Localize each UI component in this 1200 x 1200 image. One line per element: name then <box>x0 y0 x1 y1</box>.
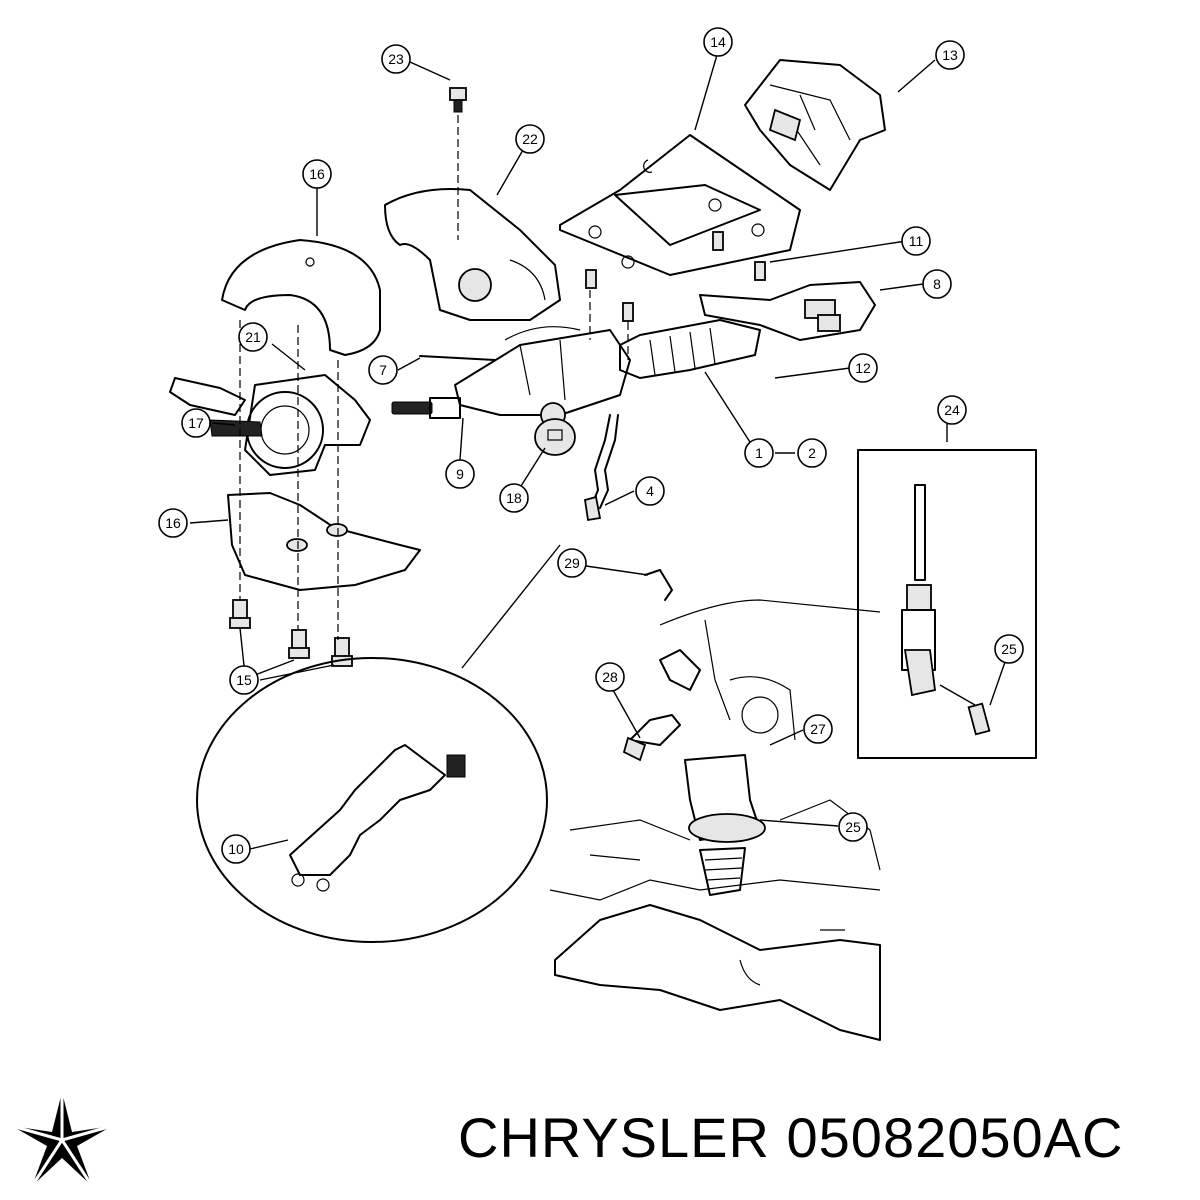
ignition-lock-cylinder <box>534 418 576 456</box>
svg-text:24: 24 <box>944 402 960 418</box>
svg-text:11: 11 <box>909 233 924 249</box>
callout-24: 25 <box>994 634 1024 664</box>
callout-9: 9 <box>445 459 475 489</box>
callout-12: 12 <box>848 353 878 383</box>
leader-lines <box>189 54 1006 850</box>
cable-parts <box>622 569 701 762</box>
upper-shroud <box>221 239 381 356</box>
part-number: 05082050AC <box>786 1106 1124 1169</box>
svg-text:4: 4 <box>646 483 654 499</box>
callout-21: 22 <box>515 124 545 154</box>
svg-text:7: 7 <box>379 362 387 378</box>
lower-bracket <box>699 281 876 341</box>
callout-20: 21 <box>238 322 268 352</box>
svg-text:14: 14 <box>710 34 726 50</box>
svg-text:16: 16 <box>309 166 325 182</box>
callout-14: 14 <box>703 27 733 57</box>
callout-4: 4 <box>635 476 665 506</box>
svg-text:15: 15 <box>236 672 252 688</box>
svg-text:9: 9 <box>456 466 464 482</box>
callout-22: 23 <box>381 44 411 74</box>
shroud-half <box>384 188 561 321</box>
callout-13: 13 <box>935 40 965 70</box>
callout-27: 27 <box>803 714 833 744</box>
callout-17: 17 <box>181 408 211 438</box>
callout-10: 10 <box>221 834 251 864</box>
svg-text:28: 28 <box>602 669 618 685</box>
svg-text:17: 17 <box>188 415 204 431</box>
svg-text:2: 2 <box>808 445 816 461</box>
studs <box>585 231 766 322</box>
assembly-lines <box>239 115 629 640</box>
svg-text:23: 23 <box>388 51 404 67</box>
callout-16-lower: 16 <box>158 508 188 538</box>
multifunction-switch <box>169 374 371 476</box>
screw-part-22 <box>449 87 467 113</box>
callout-7: 7 <box>368 355 398 385</box>
floor-pan-section <box>549 599 881 1041</box>
callout-16-upper: 16 <box>302 159 332 189</box>
callout-29: 29 <box>557 548 587 578</box>
svg-text:18: 18 <box>506 490 522 506</box>
brand-caption: CHRYSLER 05082050AC <box>458 1105 1123 1170</box>
svg-text:29: 29 <box>564 555 580 571</box>
callout-15: 15 <box>229 665 259 695</box>
svg-text:22: 22 <box>522 131 538 147</box>
svg-text:16: 16 <box>165 515 181 531</box>
steering-column-shaft <box>454 319 761 428</box>
brand-name: CHRYSLER <box>458 1106 770 1169</box>
screws-part-15 <box>229 599 353 667</box>
svg-text:13: 13 <box>942 47 958 63</box>
callout-11: 11 <box>901 226 931 256</box>
callout-28: 28 <box>595 662 625 692</box>
mounting-plate <box>559 134 801 276</box>
svg-text:27: 27 <box>810 721 826 737</box>
callout-1: 1 <box>744 438 774 468</box>
svg-text:12: 12 <box>855 360 871 376</box>
lower-shroud <box>227 492 421 591</box>
callout-18: 18 <box>499 483 529 513</box>
callout-23: 24 <box>937 395 967 425</box>
svg-text:8: 8 <box>933 276 941 292</box>
callout-2: 2 <box>797 438 827 468</box>
svg-text:10: 10 <box>228 841 244 857</box>
svg-text:1: 1 <box>755 445 763 461</box>
detail-circle <box>196 544 561 943</box>
intermediate-shaft-inset <box>857 449 1037 759</box>
svg-text:21: 21 <box>245 329 261 345</box>
shift-lever <box>583 414 619 522</box>
callout-8: 8 <box>922 269 952 299</box>
svg-text:25: 25 <box>845 819 861 835</box>
upper-mounting-bracket <box>744 59 886 191</box>
callout-25: 25 <box>838 812 868 842</box>
column-shaft-end <box>391 397 461 419</box>
shifter-boot <box>684 754 766 896</box>
svg-text:25: 25 <box>1001 641 1017 657</box>
chrysler-pentastar-icon <box>11 1092 113 1187</box>
pin-part-7 <box>419 355 496 361</box>
